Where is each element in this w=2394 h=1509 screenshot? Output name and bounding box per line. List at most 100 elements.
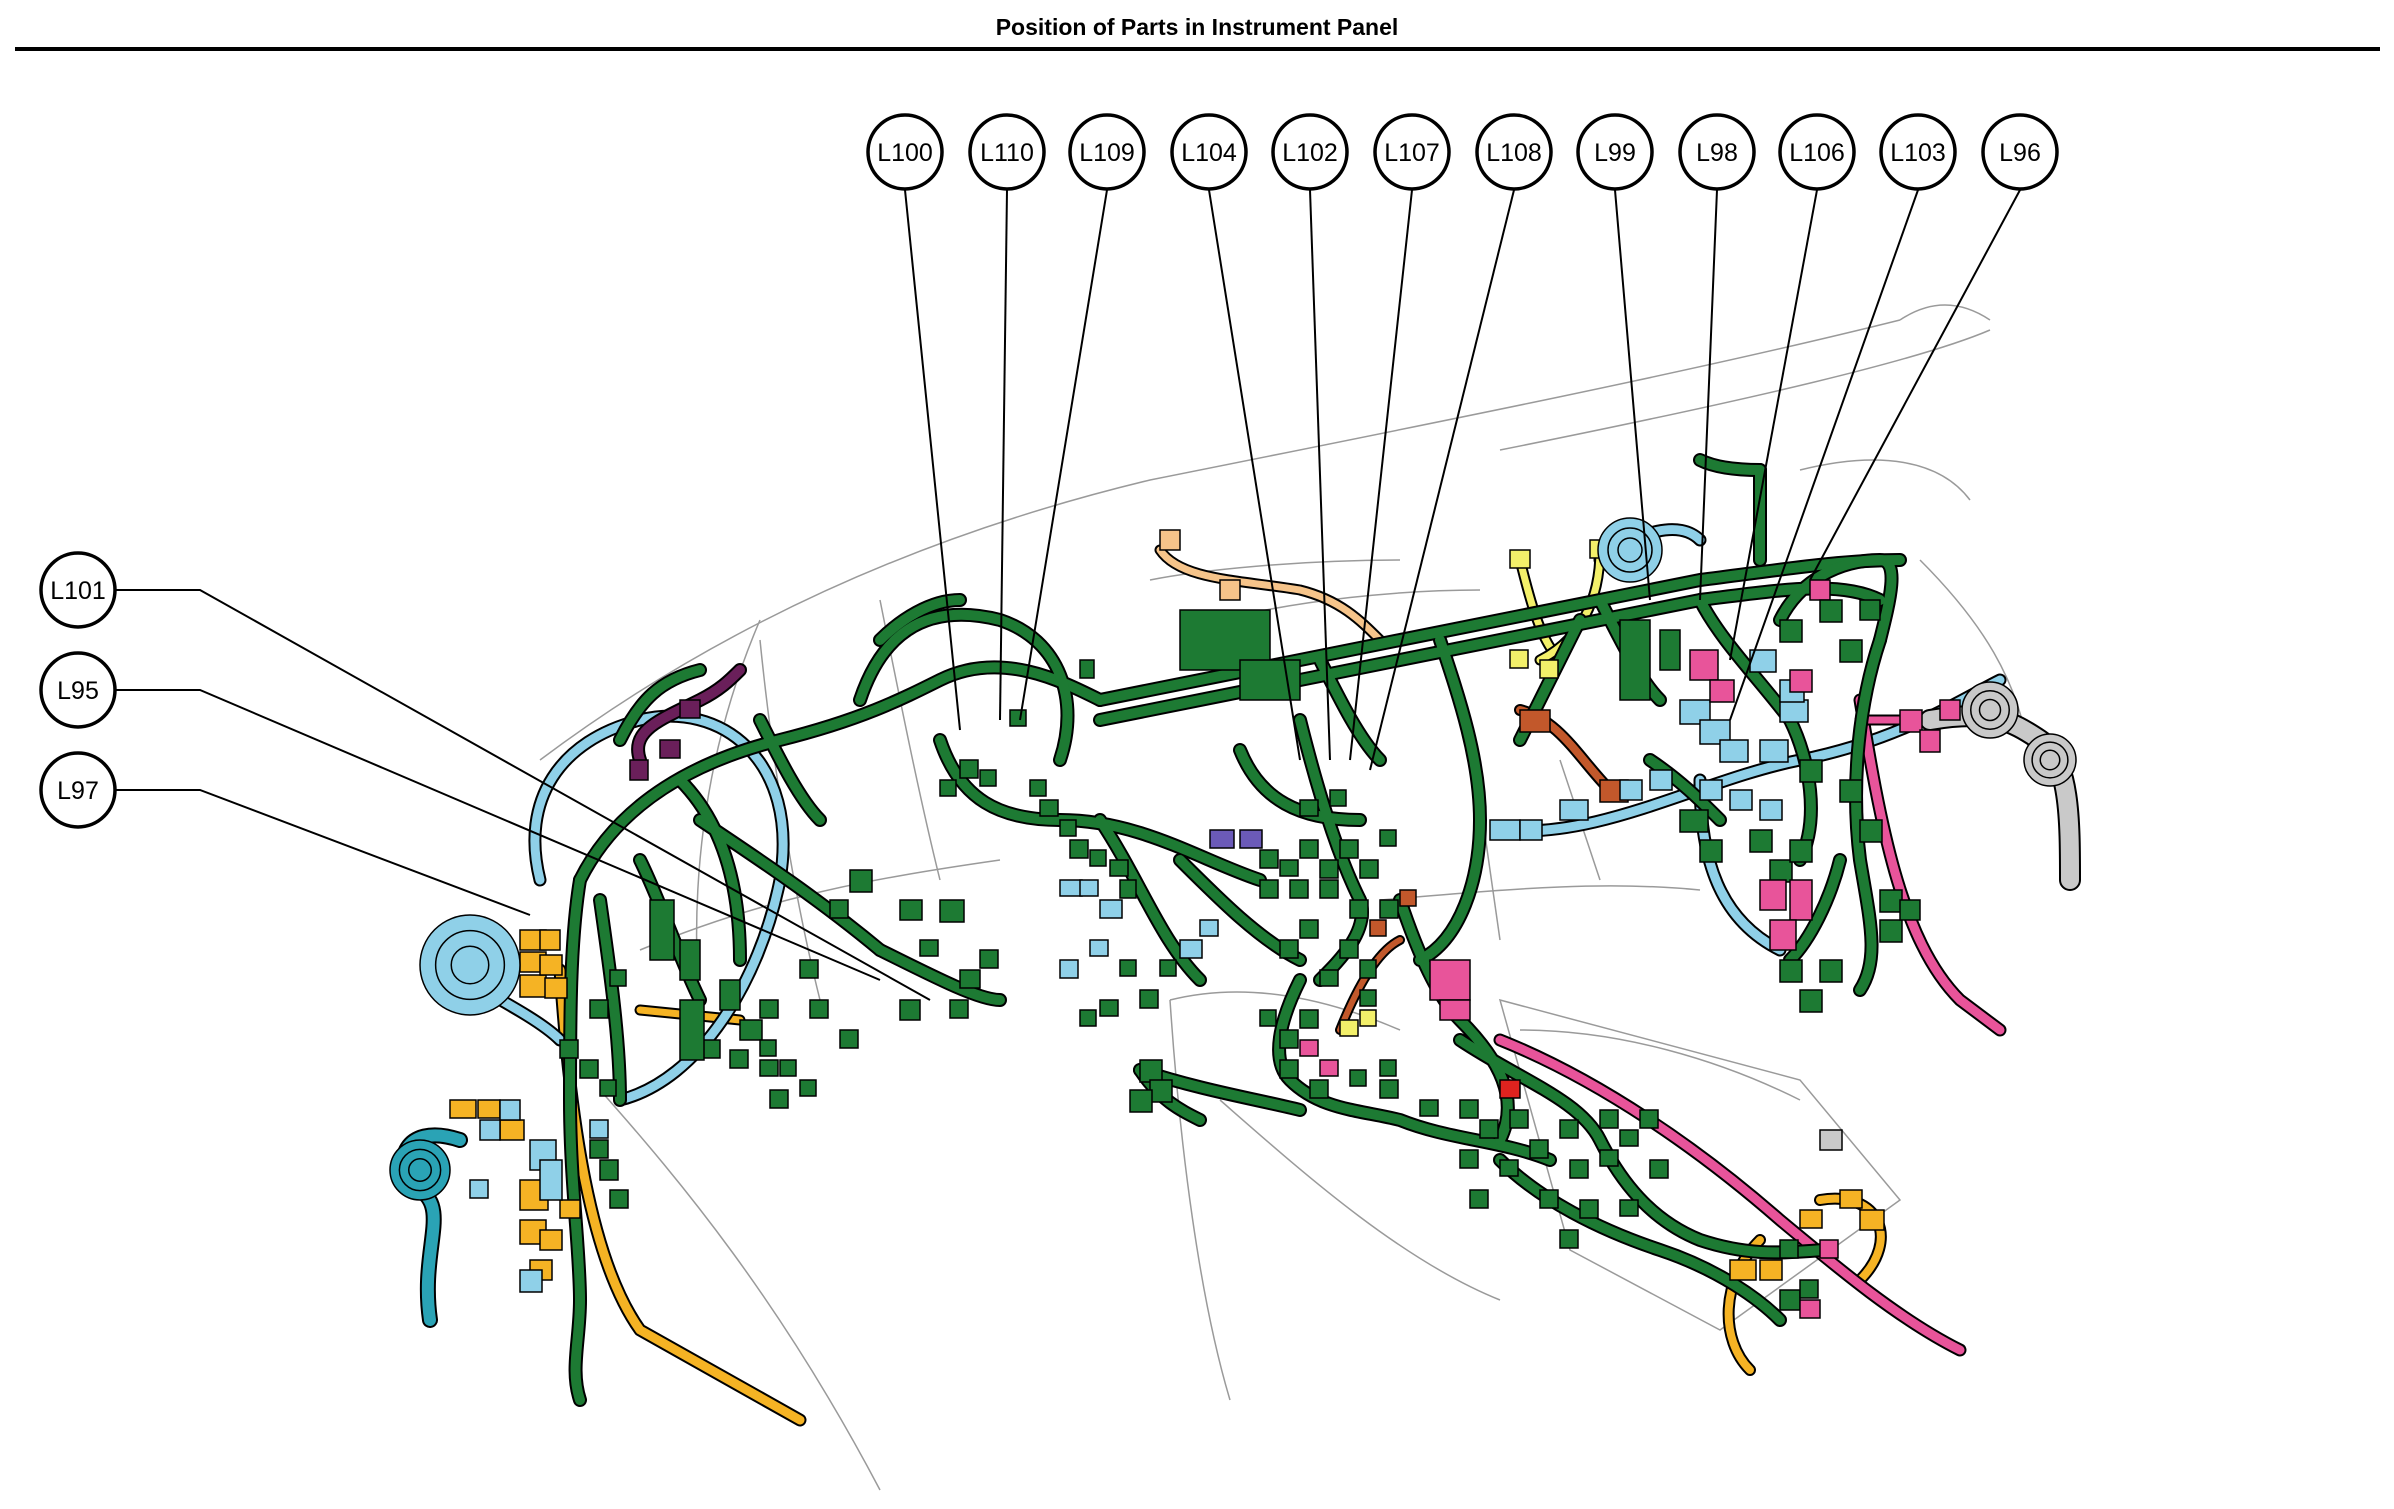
callout-circle <box>1576 113 1654 191</box>
connector <box>1799 989 1823 1013</box>
connector <box>1219 579 1241 601</box>
connector <box>1809 579 1831 601</box>
connector <box>1539 1189 1559 1209</box>
connector <box>1079 879 1099 897</box>
connector <box>1859 1209 1885 1231</box>
connector <box>1459 1149 1479 1169</box>
connector <box>779 1059 797 1077</box>
connector <box>539 954 563 976</box>
connector <box>1129 1089 1153 1113</box>
connector <box>1119 959 1137 977</box>
connector <box>589 1119 609 1139</box>
callout-circle <box>1981 113 2059 191</box>
connector <box>899 999 921 1021</box>
connector <box>1199 919 1219 937</box>
connector <box>1059 819 1077 837</box>
callout-label: L102 <box>1282 139 1338 167</box>
title-rule <box>15 47 2380 51</box>
connector <box>1349 1069 1367 1087</box>
connector <box>1779 959 1803 983</box>
callout-label: L97 <box>57 777 99 805</box>
connector <box>1559 799 1589 821</box>
connector <box>579 1059 599 1079</box>
connector <box>799 959 819 979</box>
connector <box>1619 779 1643 801</box>
connector <box>1299 1039 1319 1057</box>
connector <box>1419 1099 1439 1117</box>
connector <box>1519 709 1551 733</box>
connector <box>759 1059 779 1077</box>
connector <box>679 999 705 1061</box>
connector <box>1519 819 1543 841</box>
callout-l97: L97 <box>39 751 117 829</box>
connector <box>1759 1259 1783 1281</box>
callout-circle <box>1373 113 1451 191</box>
connector <box>1209 829 1235 849</box>
callout-circle <box>1068 113 1146 191</box>
connector <box>1399 889 1417 907</box>
callout-circle <box>1271 113 1349 191</box>
connector <box>1789 839 1813 863</box>
connector <box>659 739 681 759</box>
connector <box>599 1159 619 1181</box>
callout-l98: L98 <box>1678 113 1756 191</box>
connector <box>809 999 829 1019</box>
connector <box>679 699 701 719</box>
connector <box>559 1039 579 1059</box>
connector <box>979 949 999 969</box>
connector <box>539 929 561 951</box>
connector <box>979 769 997 787</box>
connector <box>1089 939 1109 957</box>
connector <box>1279 1059 1299 1079</box>
connector <box>729 1049 749 1069</box>
connector <box>1709 679 1735 703</box>
connector <box>759 999 779 1019</box>
connector <box>1379 829 1397 847</box>
connector <box>1839 779 1863 803</box>
connector <box>1339 1019 1359 1037</box>
callout-l95: L95 <box>39 651 117 729</box>
connector <box>1139 1059 1163 1083</box>
connector <box>1429 959 1471 1001</box>
connector <box>1299 839 1319 859</box>
callout-l109: L109 <box>1068 113 1146 191</box>
grommet <box>450 945 490 985</box>
connector <box>899 899 923 921</box>
connector <box>1599 1149 1619 1167</box>
connector <box>839 1029 859 1049</box>
connector <box>1479 1119 1499 1139</box>
connector <box>1579 1199 1599 1219</box>
connector <box>1859 819 1883 843</box>
connector <box>1339 839 1359 859</box>
callout-circle <box>1475 113 1553 191</box>
connector <box>477 1099 501 1119</box>
connector <box>1559 1229 1579 1249</box>
connector <box>1039 799 1059 817</box>
connector <box>1799 759 1823 783</box>
connector <box>1079 1009 1097 1027</box>
connector <box>1299 1009 1319 1029</box>
connector <box>1859 599 1881 621</box>
grommet <box>408 1158 432 1182</box>
connector <box>1349 899 1369 919</box>
callout-label: L100 <box>877 139 933 167</box>
connector <box>1319 879 1339 899</box>
callout-label: L103 <box>1890 139 1946 167</box>
connector <box>1649 1159 1669 1179</box>
connector <box>1109 859 1129 877</box>
connector <box>609 969 627 987</box>
callout-l100: L100 <box>866 113 944 191</box>
connector <box>1359 959 1377 979</box>
connector <box>949 999 969 1019</box>
connector <box>1259 1009 1277 1027</box>
connector <box>829 899 849 919</box>
connector <box>1059 879 1083 897</box>
grommet <box>1978 698 2002 722</box>
callout-circle <box>39 551 117 629</box>
connector <box>1369 919 1387 937</box>
connector <box>1799 1279 1819 1299</box>
connector <box>1819 959 1843 983</box>
connector <box>1779 1239 1799 1259</box>
callout-label: L98 <box>1696 139 1738 167</box>
